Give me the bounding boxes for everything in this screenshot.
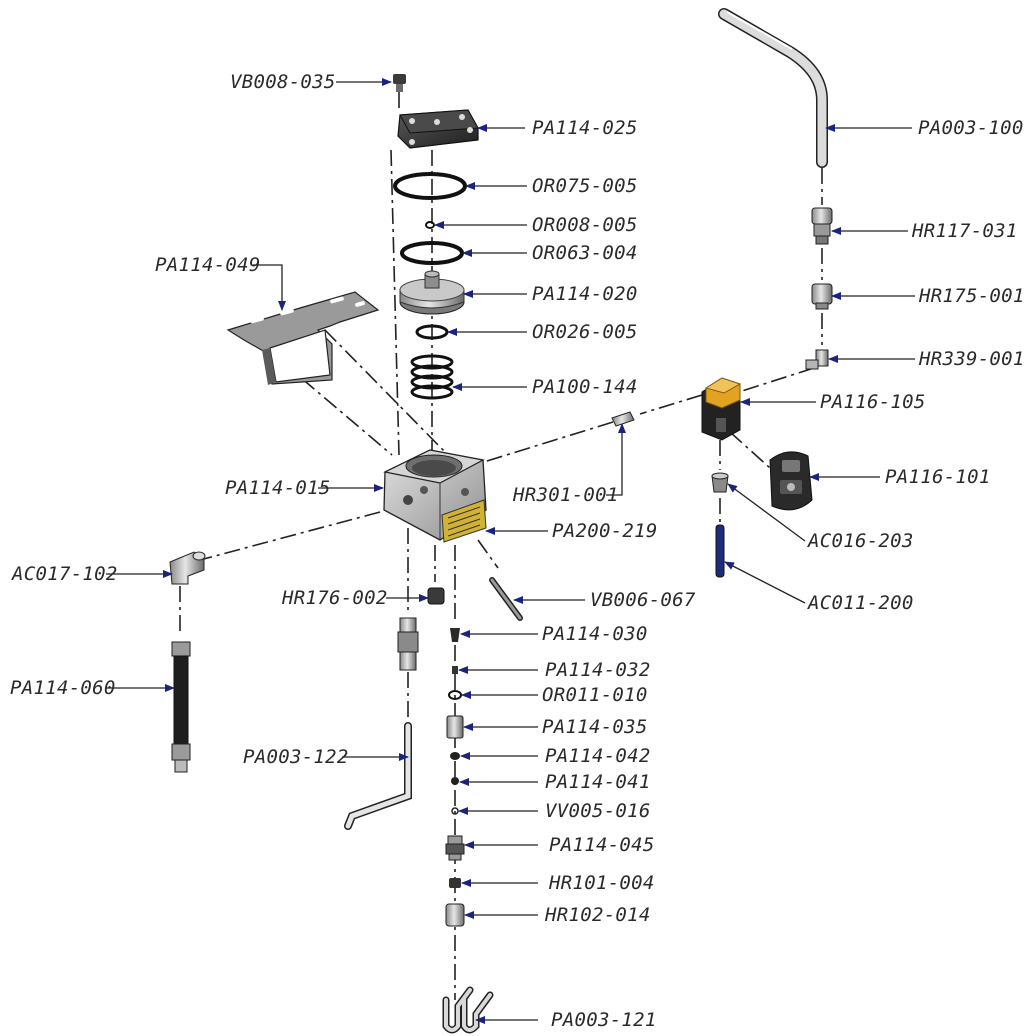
plug-hr176-002 <box>427 587 445 605</box>
axis-lines <box>179 92 823 1000</box>
label-pa114-041: PA114-041 <box>545 771 651 793</box>
label-pa114-030: PA114-030 <box>542 623 648 645</box>
label-pa114-020: PA114-020 <box>532 283 638 305</box>
nameplate-pa200-219 <box>441 499 487 543</box>
label-hr176-002: HR176-002 <box>282 587 388 609</box>
fitting-pa003-122-top <box>397 617 419 671</box>
label-pa003-121: PA003-121 <box>551 1009 657 1031</box>
label-pa100-144: PA100-144 <box>532 376 638 398</box>
part-hr102-014 <box>445 903 465 927</box>
bolt-vb006-067 <box>489 577 523 621</box>
label-or008-005: OR008-005 <box>532 214 638 236</box>
part-pa114-030 <box>450 628 460 642</box>
label-hr102-014: HR102-014 <box>545 904 651 926</box>
leader-ac011-200 <box>724 561 806 604</box>
fitting-hr175-001 <box>811 283 833 310</box>
label-hr339-001: HR339-001 <box>919 348 1025 370</box>
label-pa114-049: PA114-049 <box>155 254 261 276</box>
cap-plate-pa114-025 <box>397 109 479 149</box>
label-pa114-042: PA114-042 <box>545 745 651 767</box>
label-or011-010: OR011-010 <box>542 684 648 706</box>
valve-body-pa114-015 <box>383 449 487 541</box>
label-hr117-031: HR117-031 <box>912 220 1018 242</box>
tube-pa003-121 <box>442 986 494 1034</box>
label-pa114-045: PA114-045 <box>549 834 655 856</box>
elbow-hr339-001 <box>805 349 829 370</box>
label-pa003-100: PA003-100 <box>918 117 1024 139</box>
part-pa114-035 <box>446 715 464 739</box>
label-pa003-122: PA003-122 <box>243 746 349 768</box>
fitting-hr117-031 <box>811 207 833 245</box>
tube-pa003-100 <box>718 8 828 168</box>
connector-pa116-101 <box>769 451 813 511</box>
label-pa114-035: PA114-035 <box>542 716 648 738</box>
pipe-pa003-122 <box>344 722 412 830</box>
label-pa114-025: PA114-025 <box>532 117 638 139</box>
o-ring-or075-005 <box>393 172 467 200</box>
label-hr301-001: HR301-001 <box>513 484 619 506</box>
part-hr101-004 <box>449 878 461 888</box>
label-hr101-004: HR101-004 <box>549 872 655 894</box>
label-vb006-067: VB006-067 <box>590 589 696 611</box>
label-pa200-219: PA200-219 <box>552 520 658 542</box>
label-or063-004: OR063-004 <box>532 242 638 264</box>
label-vb008-035: VB008-035 <box>230 71 336 93</box>
label-pa114-060: PA114-060 <box>10 677 116 699</box>
part-pa114-045 <box>445 835 465 861</box>
screw-vb008-035 <box>393 74 406 92</box>
label-or026-005: OR026-005 <box>532 321 638 343</box>
label-vv005-016: VV005-016 <box>545 800 651 822</box>
solenoid-pa116-105 <box>701 377 742 441</box>
fitting-ac016-203 <box>711 472 729 493</box>
label-hr175-001: HR175-001 <box>919 285 1025 307</box>
leader-pa114-049 <box>253 264 286 311</box>
spring-pa100-144 <box>410 354 454 400</box>
hose-pa114-060 <box>171 641 191 773</box>
diaphragm-pa114-020 <box>399 270 465 315</box>
leader-ac016-203 <box>727 483 806 542</box>
o-ring-or008-005 <box>425 221 435 229</box>
part-pa114-041 <box>451 777 459 785</box>
label-ac016-203: AC016-203 <box>808 530 914 552</box>
fitting-hr301-001 <box>611 411 635 427</box>
part-pa114-032 <box>452 666 458 674</box>
label-pa116-105: PA116-105 <box>820 391 926 413</box>
label-or075-005: OR075-005 <box>532 175 638 197</box>
leader-lines <box>106 78 915 1024</box>
bracket-pa114-049 <box>226 291 380 385</box>
label-ac017-102: AC017-102 <box>12 563 118 585</box>
pin-ac011-200 <box>715 524 725 578</box>
elbow-ac017-102 <box>169 551 206 585</box>
label-pa116-101: PA116-101 <box>885 466 991 488</box>
label-ac011-200: AC011-200 <box>808 592 914 614</box>
part-pa114-042 <box>450 752 460 760</box>
label-pa114-015: PA114-015 <box>225 477 331 499</box>
label-pa114-032: PA114-032 <box>545 659 651 681</box>
leader-hr301-001 <box>606 423 626 496</box>
